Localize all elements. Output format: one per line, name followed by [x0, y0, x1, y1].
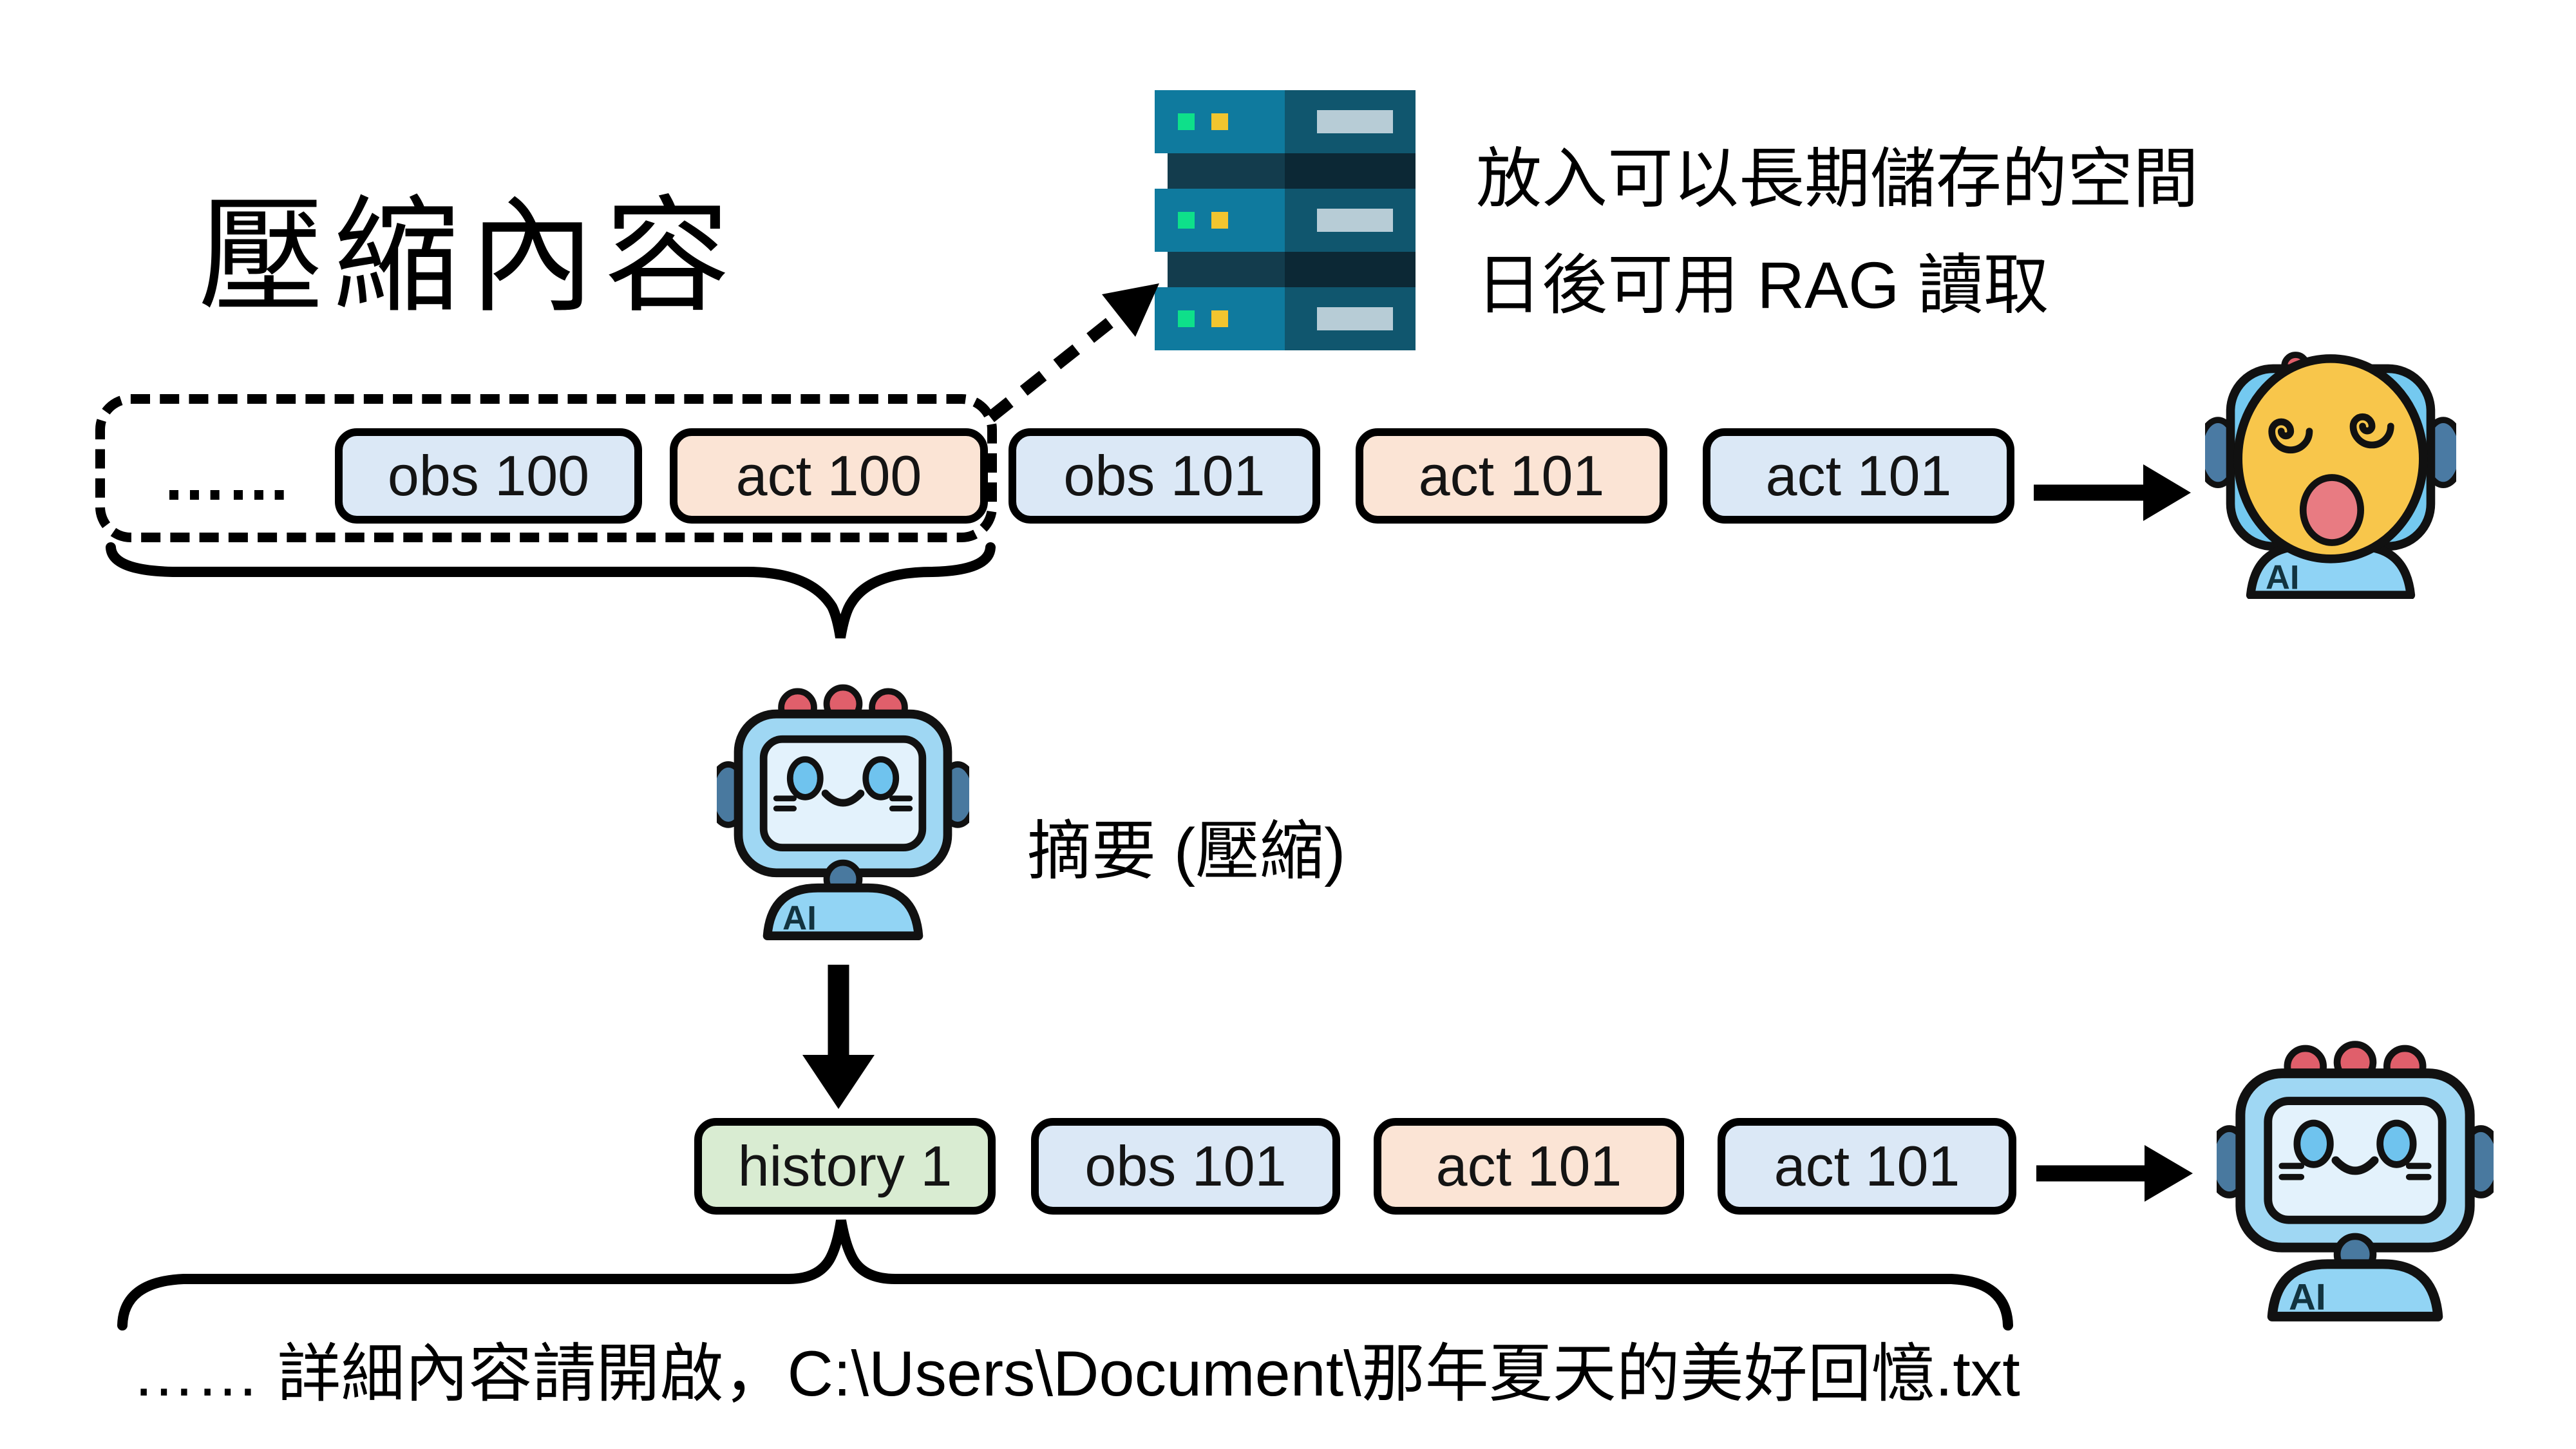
- token-label: act 101: [1765, 444, 1952, 507]
- arrow-right-icon: [2036, 1145, 2193, 1202]
- history-content-note: …… 詳細內容請開啟，C:\Users\Document\那年夏天的美好回憶.t…: [132, 1338, 2020, 1409]
- open-mouth-icon: [2299, 474, 2364, 546]
- token-label: history 1: [737, 1134, 952, 1198]
- robot-eye-icon: [2376, 1119, 2417, 1168]
- token-act-100: act 100: [670, 428, 988, 524]
- token-label: act 101: [1435, 1134, 1622, 1198]
- compressed-context-group: [95, 394, 997, 542]
- spiral-eye-icon: [2268, 418, 2313, 453]
- token-act-101: act 101: [1718, 1118, 2016, 1215]
- dashed-arrow-icon: [987, 283, 1159, 422]
- arrow-right-icon: [2034, 464, 2191, 521]
- token-obs-100: obs 100: [335, 428, 642, 524]
- ai-robot-icon: AI: [717, 684, 969, 941]
- dizzy-ai-robot-icon: AI: [2205, 352, 2456, 599]
- server-separator: [1168, 153, 1416, 287]
- robot-body: [762, 883, 923, 941]
- token-obs-101: obs 101: [1031, 1118, 1340, 1215]
- archive-note-line2: 日後可用 RAG 讀取: [1476, 249, 2049, 323]
- dizzy-face: [2233, 354, 2428, 564]
- token-act-101: act 101: [1356, 428, 1667, 524]
- robot-cheek-lines: [773, 795, 913, 811]
- token-act-101: act 101: [1703, 428, 2014, 524]
- context-ellipsis: ……: [162, 441, 291, 514]
- spiral-eye-icon: [2349, 413, 2394, 449]
- robot-eye-icon: [862, 756, 900, 800]
- robot-ai-label: AI: [2266, 559, 2299, 596]
- robot-smile: [2331, 1156, 2379, 1175]
- database-server-icon: [1155, 90, 1416, 350]
- token-history-1: history 1: [694, 1118, 996, 1215]
- token-act-101: act 101: [1374, 1118, 1684, 1215]
- page-title: 壓縮內容: [198, 186, 740, 327]
- token-label: act 100: [735, 444, 922, 507]
- robot-ai-label: AI: [2289, 1277, 2326, 1318]
- token-label: act 101: [1418, 444, 1605, 507]
- curly-brace-up: [117, 1219, 2013, 1331]
- robot-cheek-lines: [2278, 1162, 2432, 1180]
- server-unit: [1155, 287, 1416, 350]
- arrow-down-icon: [802, 965, 875, 1109]
- token-label: obs 101: [1084, 1134, 1287, 1198]
- archive-note-line1: 放入可以長期儲存的空間: [1476, 142, 2199, 216]
- ai-robot-icon: AI: [2217, 1041, 2494, 1321]
- robot-eye-icon: [786, 756, 824, 800]
- summary-label: 摘要 (壓縮): [1027, 815, 1346, 887]
- robot-ai-label: AI: [782, 899, 817, 937]
- robot-eye-icon: [2293, 1119, 2334, 1168]
- token-label: obs 101: [1063, 444, 1265, 507]
- curly-brace-down: [106, 542, 996, 639]
- token-label: obs 100: [387, 444, 590, 507]
- robot-screen: [2264, 1097, 2447, 1224]
- robot-body: [2267, 1259, 2443, 1321]
- robot-smile: [821, 790, 865, 807]
- robot-screen: [759, 735, 927, 852]
- token-label: act 101: [1774, 1134, 1960, 1198]
- archive-note: 放入可以長期儲存的空間 日後可用 RAG 讀取: [1476, 126, 2199, 339]
- token-obs-101: obs 101: [1009, 428, 1320, 524]
- server-unit: [1155, 90, 1416, 153]
- server-unit: [1155, 189, 1416, 252]
